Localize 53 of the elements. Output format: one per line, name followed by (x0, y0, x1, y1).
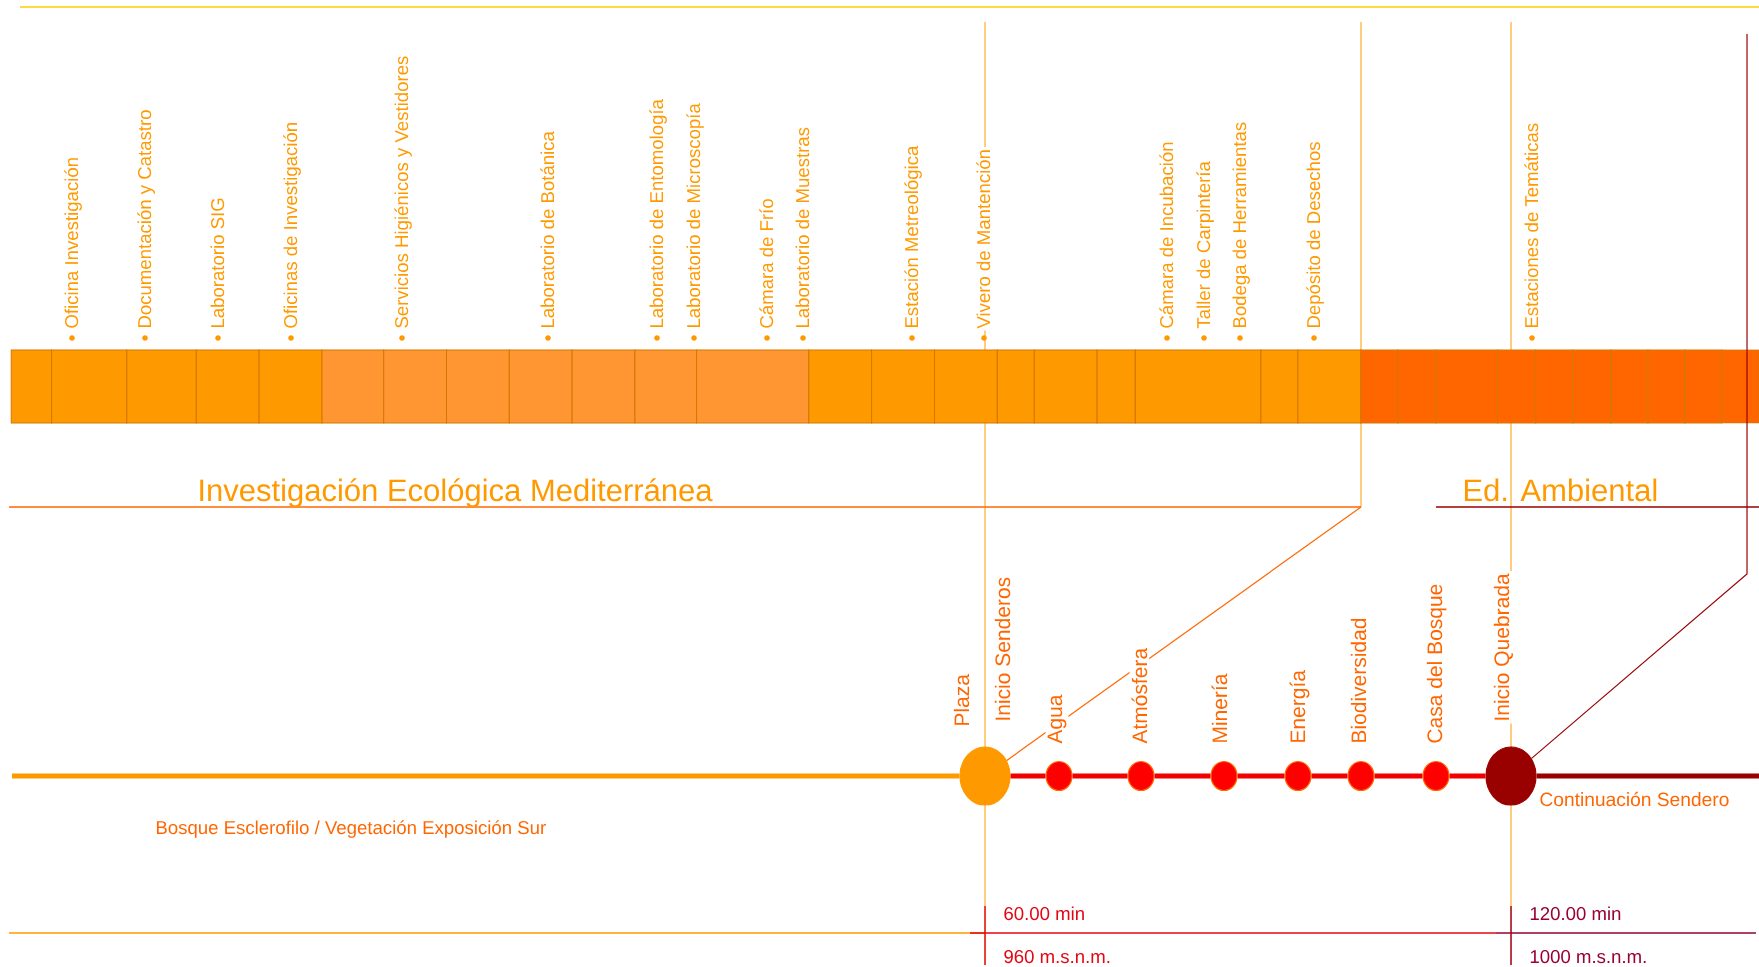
leader-line (1006, 506, 1362, 761)
room-label: Cámara de Frío (757, 196, 776, 341)
stop-label: Inicio Quebrada (1491, 571, 1515, 724)
dimension-text: 60.00 min (1004, 906, 1084, 921)
stop-label: Biodiversidad (1348, 615, 1369, 746)
stop-label: Plaza (951, 672, 972, 729)
zone-title: Ed. Ambiental (1464, 478, 1657, 502)
stop-label: Minería (1209, 671, 1230, 746)
room-label: Depósito de Desechos (1304, 139, 1326, 341)
trail-line (1311, 773, 1348, 779)
trail-line (1072, 773, 1128, 779)
trail-stop (1284, 760, 1312, 792)
stop-label: Inicio Senderos (992, 574, 1013, 724)
trail-line (1449, 773, 1486, 779)
dimension-text: 120.00 min (1530, 906, 1621, 921)
room-label: Servicios Higiénicos y Vestidores (392, 53, 414, 341)
dimension-text: 960 m.s.n.m. (1004, 950, 1110, 964)
trail-stop (1127, 760, 1155, 792)
trail-stop (1210, 760, 1238, 792)
zone-label: Bosque Esclerofilo / Vegetación Exposición Sur (156, 820, 546, 838)
leader-line (1531, 33, 1748, 759)
room-label: Laboratorio SIG (208, 195, 227, 341)
room-label: Taller de Carpintería (1194, 159, 1216, 341)
room-label: Vivero de Mantención (974, 147, 993, 341)
room-label: Laboratorio de Botánica (538, 129, 557, 341)
stop-label: Atmósfera (1129, 645, 1150, 746)
room-label: Oficina Investigación (62, 154, 84, 341)
trail-stop (1422, 760, 1450, 792)
trail-line (1154, 773, 1211, 779)
room-label: Laboratorio de Muestras (793, 125, 812, 341)
room-label: Documentación y Catastro (135, 107, 157, 341)
trail-line (1374, 773, 1423, 779)
stop-label: Energía (1287, 668, 1312, 746)
trail-line (1536, 773, 1759, 779)
trail-line (1237, 773, 1285, 779)
room-label: Laboratorio de Entomología (647, 97, 669, 341)
trail-stop (959, 746, 1011, 806)
stop-label: Agua (1045, 692, 1069, 746)
room-label: Estaciones de Temáticas (1522, 120, 1541, 341)
trail-line (1010, 773, 1046, 779)
dimension-text: 1000 m.s.n.m. (1530, 950, 1646, 964)
trail-stop (1045, 760, 1073, 792)
room-label: Oficinas de Investigación (281, 119, 303, 341)
room-label: Cámara de Incubación (1157, 139, 1176, 341)
trail-stop (1347, 760, 1375, 792)
room-label: Estación Metreológica (902, 143, 924, 341)
trail-stop (1485, 746, 1537, 806)
room-label: Bodega de Herramientas (1230, 119, 1252, 341)
room-label: Laboratorio de Microscopía (684, 101, 706, 341)
zone-title: Investigación Ecológica Mediterránea (200, 478, 713, 508)
trail-label: Continuación Sendero (1540, 791, 1729, 807)
stop-label: Casa del Bosque (1424, 581, 1449, 746)
trail-line (12, 773, 960, 779)
